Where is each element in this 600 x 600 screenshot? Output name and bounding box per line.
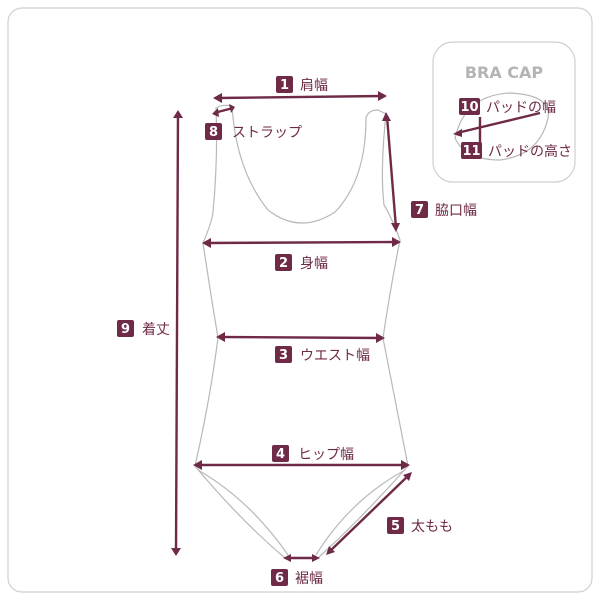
- svg-text:裾幅: 裾幅: [295, 571, 323, 587]
- measure-5-line: [326, 472, 412, 555]
- svg-text:6: 6: [275, 571, 284, 586]
- measure-6-line: [283, 554, 320, 562]
- svg-text:太もも: 太もも: [411, 519, 453, 535]
- svg-text:9: 9: [121, 322, 130, 337]
- svg-text:11: 11: [462, 144, 480, 159]
- svg-text:ヒップ幅: ヒップ幅: [298, 447, 354, 463]
- svg-text:ウエスト幅: ウエスト幅: [300, 348, 370, 364]
- svg-text:着丈: 着丈: [142, 322, 170, 338]
- label-9: 9 着丈: [117, 320, 170, 338]
- label-10: 10 パッドの幅: [459, 98, 556, 116]
- svg-text:10: 10: [460, 100, 478, 115]
- svg-text:5: 5: [391, 519, 400, 534]
- svg-text:8: 8: [209, 125, 218, 140]
- measure-1-line: [213, 91, 387, 103]
- label-7: 7 脇口幅: [411, 201, 477, 219]
- svg-text:身幅: 身幅: [300, 256, 328, 272]
- measure-4-line: [193, 460, 410, 470]
- svg-text:2: 2: [279, 256, 288, 271]
- measure-7-line: [382, 112, 400, 232]
- label-3: 3 ウエスト幅: [275, 346, 370, 364]
- label-5: 5 太もも: [387, 517, 453, 535]
- measure-8-line: [212, 104, 235, 117]
- label-11: 11 パッドの高さ: [461, 142, 572, 160]
- svg-text:肩幅: 肩幅: [300, 78, 328, 94]
- label-6: 6 裾幅: [271, 569, 323, 587]
- measure-2-line: [202, 237, 401, 248]
- label-4: 4 ヒップ幅: [272, 445, 354, 463]
- svg-text:脇口幅: 脇口幅: [435, 203, 477, 219]
- svg-text:4: 4: [276, 447, 285, 462]
- svg-text:パッドの高さ: パッドの高さ: [488, 143, 572, 160]
- measure-9-line: [171, 110, 183, 556]
- svg-text:パッドの幅: パッドの幅: [486, 100, 556, 116]
- swimsuit-outline: [194, 104, 409, 559]
- measure-3-line: [216, 332, 385, 343]
- frame: [7, 7, 593, 593]
- svg-text:7: 7: [415, 203, 424, 218]
- svg-text:1: 1: [280, 78, 289, 93]
- svg-text:3: 3: [279, 348, 288, 363]
- label-2: 2 身幅: [275, 254, 328, 272]
- label-1: 1 肩幅: [276, 76, 328, 94]
- svg-text:ストラップ: ストラップ: [232, 125, 302, 141]
- bra-cap-title: BRA CAP: [465, 63, 544, 82]
- label-8: 8 ストラップ: [205, 123, 302, 141]
